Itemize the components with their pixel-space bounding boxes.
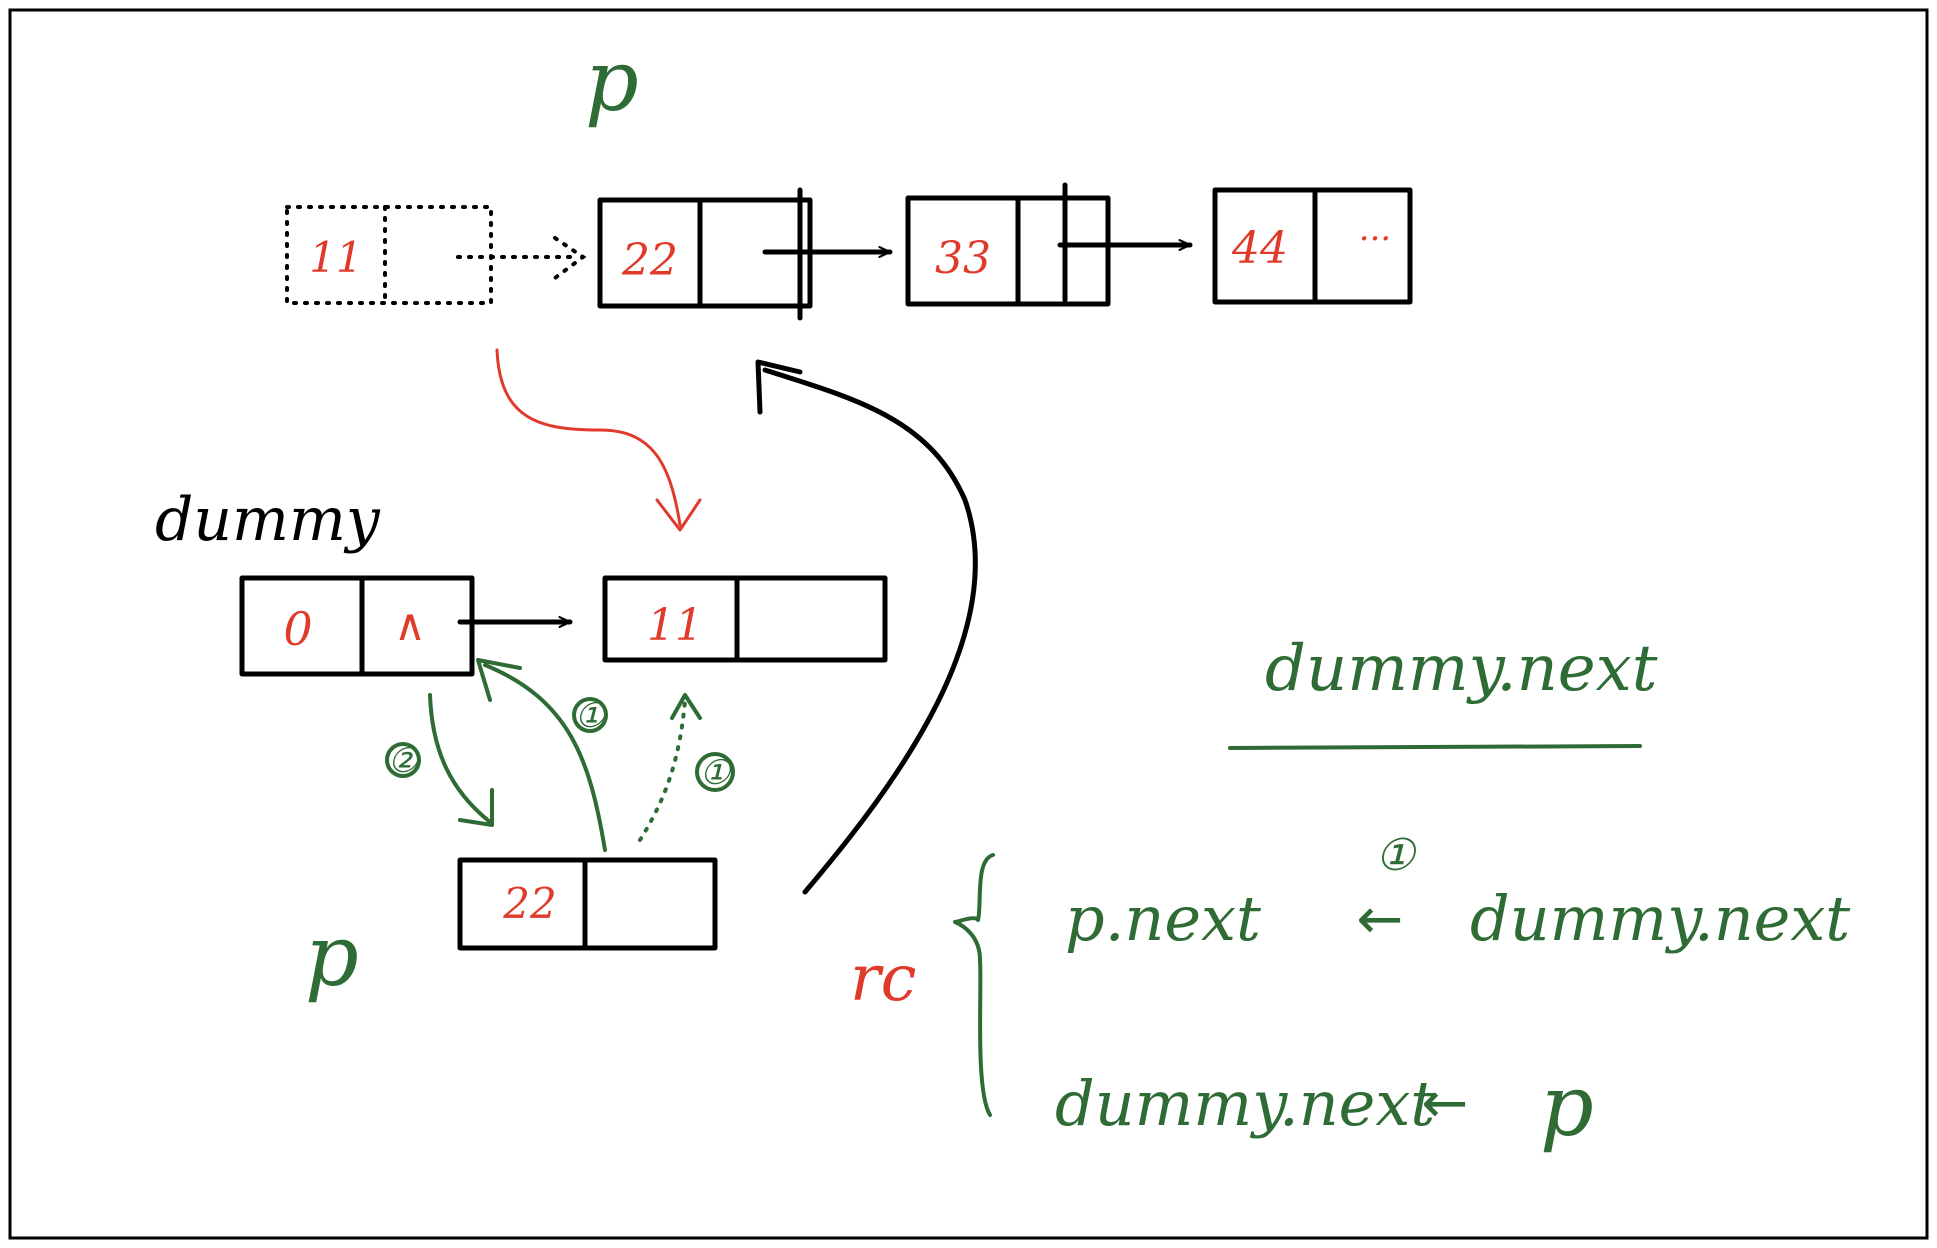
procedure-line1-target: p.next xyxy=(1065,882,1261,955)
procedure-line2-target: dummy.next xyxy=(1055,1067,1435,1140)
moved-node-11: 11 xyxy=(602,575,888,663)
removed-node-value: 11 xyxy=(309,233,362,282)
dummy-label: dummy xyxy=(155,485,381,555)
dummy-node-next: ∧ xyxy=(394,600,426,651)
frame-border xyxy=(8,8,1929,1240)
moved-node-value: 11 xyxy=(647,600,703,651)
top-node-44: 44 ··· xyxy=(1212,187,1413,305)
loop-brace xyxy=(953,853,995,1117)
top-node-22-value: 22 xyxy=(621,235,678,286)
step-1-dotted-arrow xyxy=(638,698,687,842)
relink-back-arrowhead xyxy=(755,359,803,415)
dummy-node-value: 0 xyxy=(283,602,312,656)
step-1-badge xyxy=(572,697,608,733)
step-1-dotted-arrowhead xyxy=(670,693,702,720)
step-2-arrowhead xyxy=(458,788,494,827)
step-2-badge xyxy=(385,742,421,778)
procedure-heading: dummy.next xyxy=(1265,632,1658,706)
current-node-22: 22 xyxy=(457,857,718,951)
top-node-44-value: 44 xyxy=(1231,223,1288,274)
step-1-arrow xyxy=(483,663,607,852)
current-pointer-label: p xyxy=(305,907,359,1005)
procedure-heading-underline xyxy=(1228,744,1642,750)
removed-node-11: 11 xyxy=(285,205,493,305)
move-node-arrowhead xyxy=(655,498,702,532)
step-1-label: ① xyxy=(575,696,607,736)
relink-back-arrow xyxy=(762,367,978,895)
step-2-label: ② xyxy=(388,741,420,781)
procedure-line1-source: dummy.next xyxy=(1470,882,1850,955)
step-1-arrowhead xyxy=(476,658,522,702)
step-2-arrow xyxy=(428,693,492,824)
procedure-line1-arrow: ← xyxy=(1357,887,1404,952)
step-1b-label: ① xyxy=(700,753,732,793)
top-pointer-label: p xyxy=(585,32,639,130)
dummy-node: 0 ∧ xyxy=(239,575,475,677)
procedure-line2-source: p xyxy=(1540,1057,1594,1155)
procedure-line2-arrow: ← xyxy=(1422,1071,1469,1136)
top-node-44-ellipsis: ··· xyxy=(1359,219,1391,259)
procedure-step-number: ① xyxy=(1375,830,1417,881)
move-node-arrow xyxy=(495,348,682,527)
step-1b-badge xyxy=(695,752,735,792)
removed-link-arrowhead xyxy=(553,236,587,280)
current-node-value: 22 xyxy=(502,879,556,928)
top-node-33-value: 33 xyxy=(935,233,991,284)
top-node-33: 33 xyxy=(905,195,1111,307)
loop-label: rc xyxy=(850,942,916,1016)
